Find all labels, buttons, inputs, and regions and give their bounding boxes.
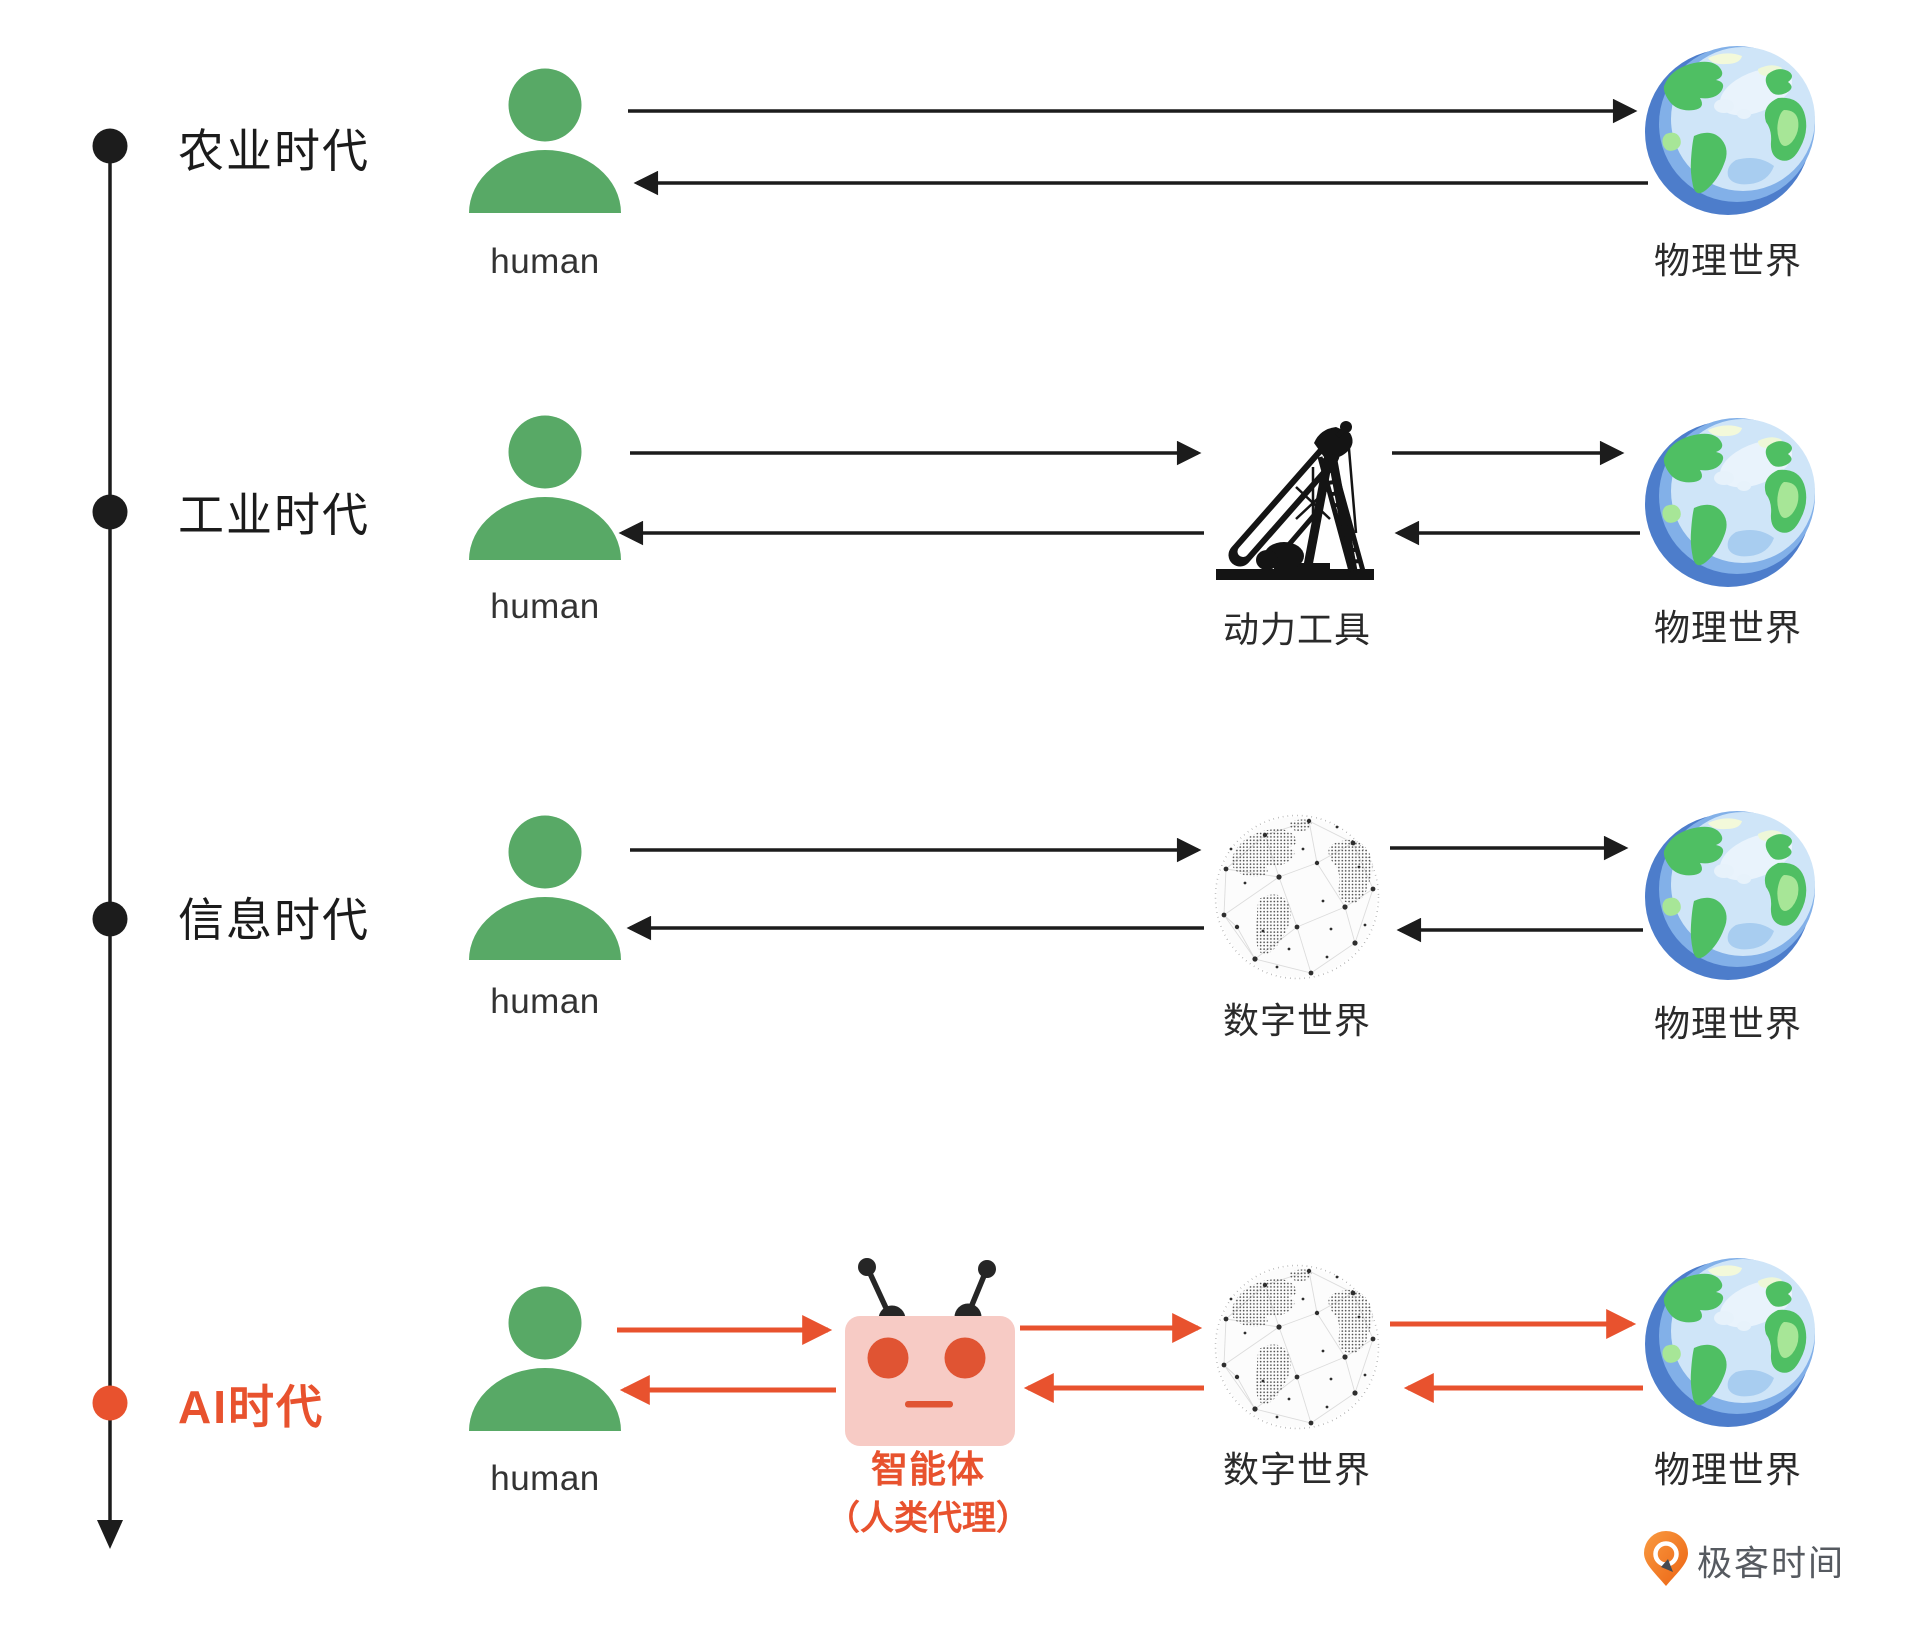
power-tool-icon — [1216, 421, 1374, 580]
physical-world-icon — [1645, 811, 1815, 980]
physical-world-icon — [1645, 46, 1815, 215]
timeline-dot-agricultural — [92, 128, 128, 164]
timeline-axis — [92, 128, 128, 1549]
timeline-dot-industrial — [92, 494, 128, 530]
digital-world-label: 数字世界 — [1222, 1449, 1372, 1490]
physical-world-label: 物理世界 — [1653, 240, 1803, 281]
era-label-agricultural: 农业时代 — [178, 125, 370, 177]
human-icon — [469, 1286, 621, 1431]
human-label: human — [490, 1459, 600, 1498]
timeline-dot-information — [92, 901, 128, 937]
power-tool-label: 动力工具 — [1222, 609, 1372, 650]
human-label: human — [490, 242, 600, 281]
row-industrial — [469, 416, 1815, 588]
digital-world-label: 数字世界 — [1222, 1000, 1372, 1041]
era-label-ai: AI时代 — [178, 1381, 324, 1433]
human-label: human — [490, 982, 600, 1021]
human-icon — [469, 815, 621, 960]
physical-world-label: 物理世界 — [1653, 1003, 1803, 1044]
digital-world-icon — [1214, 1264, 1380, 1430]
human-icon — [469, 415, 621, 560]
physical-world-icon — [1645, 1258, 1815, 1427]
physical-world-label: 物理世界 — [1653, 607, 1803, 648]
row-agricultural — [469, 46, 1815, 215]
geektime-logo-icon — [1644, 1531, 1688, 1586]
physical-world-label: 物理世界 — [1653, 1449, 1803, 1490]
row-information — [469, 811, 1815, 980]
agent-robot-icon — [845, 1258, 1015, 1446]
timeline-dot-ai — [92, 1385, 128, 1421]
human-label: human — [490, 587, 600, 626]
era-label-information: 信息时代 — [178, 894, 370, 946]
agent-sublabel: （人类代理） — [826, 1499, 1030, 1538]
geektime-logo-text: 极客时间 — [1697, 1544, 1846, 1584]
timeline-arrow-down-icon — [97, 1520, 123, 1549]
agent-label: 智能体 — [871, 1449, 985, 1490]
row-ai — [469, 1258, 1815, 1446]
era-label-industrial: 工业时代 — [178, 489, 370, 541]
human-icon — [469, 68, 621, 213]
digital-world-icon — [1214, 814, 1380, 980]
physical-world-icon — [1645, 418, 1815, 587]
